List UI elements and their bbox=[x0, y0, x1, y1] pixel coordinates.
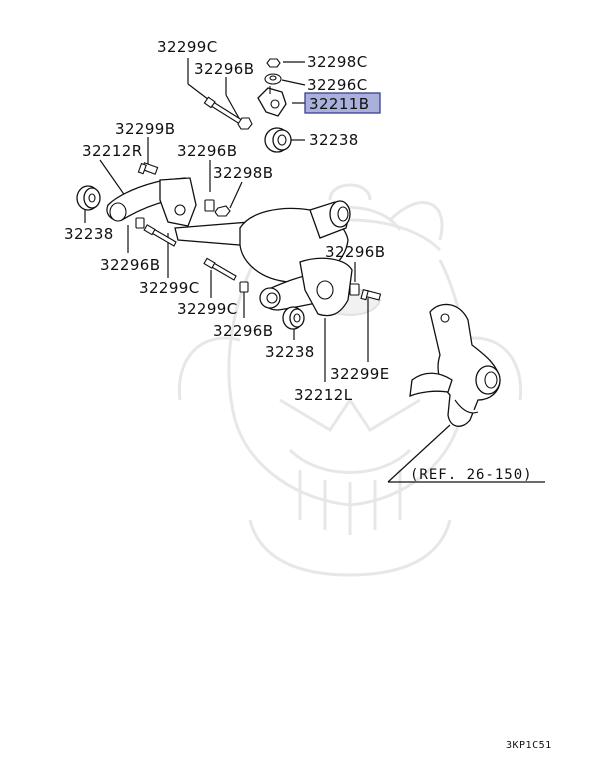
nut-32296b-left bbox=[135, 217, 145, 229]
label-32212l: 32212L bbox=[294, 386, 353, 404]
label-32298b: 32298B bbox=[213, 164, 273, 182]
bushing-32238-left bbox=[76, 185, 101, 211]
label-32299c-left: 32299C bbox=[139, 279, 200, 297]
knuckle-ref-26-150 bbox=[409, 303, 501, 427]
label-32296b-center: 32296B bbox=[213, 322, 273, 340]
bolt-32299c-left bbox=[143, 224, 177, 247]
label-32296b-left: 32296B bbox=[100, 256, 160, 274]
label-32296c: 32296C bbox=[307, 76, 368, 94]
bolt-32299b bbox=[137, 162, 159, 175]
bolt-32299c-center bbox=[203, 257, 237, 281]
nut-32298b bbox=[214, 205, 231, 217]
arm-32212r bbox=[106, 177, 197, 227]
nut-32296b-right bbox=[349, 283, 360, 296]
label-32299b: 32299B bbox=[115, 120, 175, 138]
diagram-code: 3KP1C51 bbox=[506, 740, 552, 751]
washer-32296c bbox=[264, 73, 282, 85]
label-32238-left: 32238 bbox=[64, 225, 114, 243]
label-32296b-top: 32296B bbox=[194, 60, 254, 78]
label-32238-top: 32238 bbox=[309, 131, 359, 149]
label-32299c-top: 32299C bbox=[157, 38, 218, 56]
label-32298c: 32298C bbox=[307, 53, 368, 71]
arm-32212l bbox=[259, 257, 353, 317]
label-32299e: 32299E bbox=[330, 365, 390, 383]
leader-lines bbox=[84, 58, 451, 483]
highlight-box-32211b[interactable] bbox=[304, 92, 381, 114]
label-reference: (REF. 26-150) bbox=[410, 467, 533, 483]
label-32296b-mid: 32296B bbox=[177, 142, 237, 160]
bushing-32238-top bbox=[264, 127, 292, 153]
axle-housing bbox=[174, 200, 351, 283]
nut-32298c bbox=[266, 58, 281, 68]
label-32212r: 32212R bbox=[82, 142, 143, 160]
nut-32296b-center bbox=[239, 281, 249, 293]
label-32211b[interactable]: 32211B bbox=[309, 95, 369, 113]
label-32238-center: 32238 bbox=[265, 343, 315, 361]
nut-32296b-mid bbox=[204, 199, 215, 212]
nut-32296b-top bbox=[237, 117, 253, 130]
bolt-32299e bbox=[360, 288, 382, 301]
label-32299c-center: 32299C bbox=[177, 300, 238, 318]
bracket-32211b bbox=[257, 86, 287, 117]
bushing-32238-center bbox=[282, 306, 305, 330]
label-32296b-right: 32296B bbox=[325, 243, 385, 261]
